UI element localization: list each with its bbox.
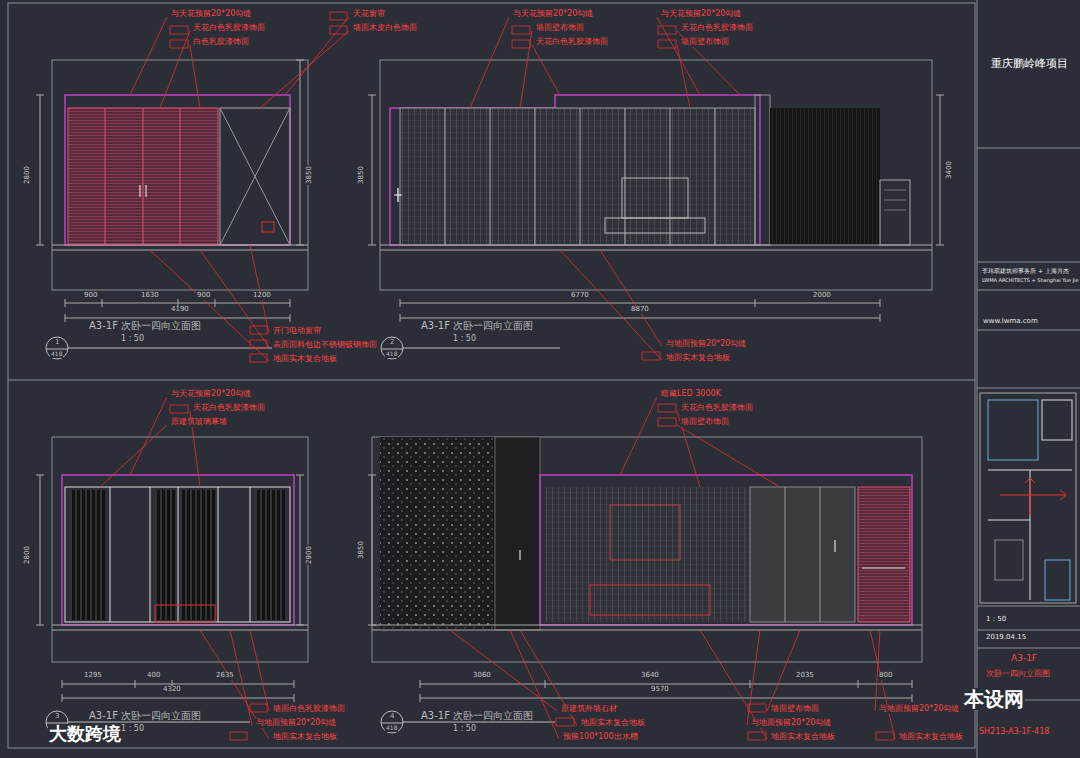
material-note: 暗藏LED 3000K [660, 390, 722, 399]
dimension-text: 2800 [24, 545, 32, 565]
dimension-text: 3060 [472, 672, 492, 680]
dimension-text: 1295 [83, 672, 103, 680]
material-note: 天花窗帘 [352, 10, 386, 19]
view-caption: 1 : 50 [120, 335, 145, 344]
material-note: 墙面壁布饰面 [770, 705, 820, 714]
material-note: 与天花预留20*20勾缝 [512, 10, 594, 19]
material-note: 天花白色乳胶漆饰面 [680, 24, 754, 33]
material-note: 与天花预留20*20勾缝 [170, 390, 252, 399]
dimension-text: 3640 [640, 672, 660, 680]
dimension-text: 2900 [306, 545, 314, 565]
material-note: 墙面壁布饰面 [535, 24, 585, 33]
material-note: 与地面预留20*20勾缝 [750, 719, 832, 728]
material-note: 预留100*100出水槽 [562, 733, 639, 742]
material-note: 与天花预留20*20勾缝 [660, 10, 742, 19]
material-note: 白色乳胶漆饰面 [192, 38, 250, 47]
view-caption: 1 : 50 [452, 335, 477, 344]
dimension-text: 3850 [358, 540, 366, 560]
title-block-text: www.lwma.com [982, 318, 1039, 326]
view-caption: A3-1F 次卧一四向立面图 [420, 320, 534, 331]
dimension-text: 6770 [570, 292, 590, 300]
dimension-text: 4190 [170, 306, 190, 314]
dimension-text: 1630 [140, 292, 160, 300]
drawing-number: A3-1F [1010, 654, 1038, 664]
view-caption: 4 [389, 713, 395, 721]
title-block-text: 李玮珉建筑师事务所 + 上海月杰 [981, 268, 1070, 275]
view-caption: 1 [54, 339, 60, 347]
dimension-text: 2800 [24, 165, 32, 185]
title-block-text: LWMA ARCHITECTS + Shanghai Yue Jie [981, 278, 1079, 284]
dimension-text: 400 [146, 672, 161, 680]
view-caption: 2 [389, 339, 395, 347]
dimension-text: 9570 [650, 686, 670, 694]
drawing-number: 次卧一四向立面图 [985, 670, 1051, 679]
view-caption: A3-1F 次卧一四向立面图 [420, 710, 534, 721]
dimension-text: 2035 [795, 672, 815, 680]
dimension-text: 900 [83, 292, 98, 300]
dimension-text: 4320 [162, 686, 182, 694]
material-note: 天花白色乳胶漆饰面 [535, 38, 609, 47]
title-block-text: 2019.04.15 [985, 634, 1027, 642]
material-note: 地面实木复合地板 [898, 733, 964, 742]
material-note: 与地面预留20*20勾缝 [878, 705, 960, 714]
view-caption: 1 : 50 [452, 725, 477, 734]
view-caption: 1 : 50 [120, 725, 145, 734]
view-caption: 3 [54, 713, 60, 721]
material-note: 与地面预留20*20勾缝 [255, 719, 337, 728]
material-note: 墙面白色乳胶漆饰面 [272, 705, 346, 714]
material-note: 表面面料包边不锈钢镀钢饰面 [272, 341, 378, 350]
view-caption: A3-1F 次卧一四向立面图 [88, 320, 202, 331]
dimension-text: 8870 [630, 306, 650, 314]
material-note: 地面实木复合地板 [580, 719, 646, 728]
material-note: 地面实木复合地板 [770, 733, 836, 742]
material-note: 原建筑外墙石材 [560, 705, 618, 714]
material-note: 与天花预留20*20勾缝 [170, 10, 252, 19]
dimension-text: 900 [196, 292, 211, 300]
dimension-text: 2000 [812, 292, 832, 300]
material-note: 地面实木复合地板 [272, 733, 338, 742]
watermark: 本设网 [963, 688, 1025, 710]
material-note: 天花白色乳胶漆饰面 [680, 404, 754, 413]
view-caption: 418 [385, 351, 398, 358]
material-note: 墙面木皮白色饰面 [352, 24, 418, 33]
material-note: 开门电动窗帘 [272, 327, 322, 336]
material-note: 墙面壁布饰面 [680, 38, 730, 47]
dimension-text: 3400 [946, 160, 954, 180]
material-note: 原建筑玻璃幕墙 [170, 418, 228, 427]
material-note: 天花白色乳胶漆饰面 [192, 24, 266, 33]
watermark: 大数跨境 [48, 724, 122, 744]
drawing-number: SH213-A3-1F-418 [978, 728, 1050, 737]
dimension-text: 3850 [358, 165, 366, 185]
material-note: 墙面壁布饰面 [680, 418, 730, 427]
project-title: 重庆鹏岭峰项目 [990, 58, 1069, 70]
title-block-text: 1 : 50 [985, 616, 1007, 624]
material-note: 与地面预留20*20勾缝 [665, 340, 747, 349]
material-note: 地面实木复合地板 [665, 354, 731, 363]
material-note: 天花白色乳胶漆饰面 [192, 404, 266, 413]
view-caption: 418 [385, 725, 398, 732]
dimension-text: 1200 [252, 292, 272, 300]
dimension-text: 3850 [306, 165, 314, 185]
view-caption: A3-1F 次卧一四向立面图 [88, 710, 202, 721]
view-caption: 418 [50, 351, 63, 358]
material-note: 地面实木复合地板 [272, 355, 338, 364]
dimension-text: 800 [878, 672, 893, 680]
dimension-text: 2635 [215, 672, 235, 680]
